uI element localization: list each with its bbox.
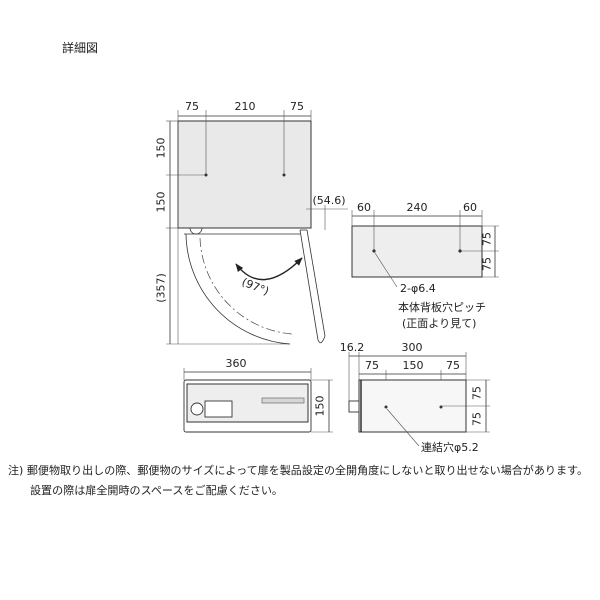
front-hole-left <box>204 173 208 177</box>
hinge-detail <box>189 227 203 235</box>
door-projection-label: (54.6) <box>312 194 345 207</box>
door-swing-arc <box>185 233 291 345</box>
back-view: 60 240 60 75 75 2-φ6.4 本体背板穴ピッチ (正面より見て) <box>351 201 499 330</box>
front-hole-right <box>282 173 286 177</box>
footnote-line-2: 設置の際は扉全開時のスペースをご配慮ください。 <box>30 483 283 497</box>
name-plate <box>204 400 233 418</box>
footnotes: 注) 郵便物取り出しの際、郵便物のサイズによって扉を製品設定の全開角度にしないと… <box>8 463 588 497</box>
front-dim-210: 210 <box>235 100 256 113</box>
back-dim-right-60: 60 <box>463 201 477 214</box>
back-hole-right <box>458 249 462 253</box>
open-door-edge-outer <box>306 229 326 337</box>
top-view: 360 150 <box>183 357 333 433</box>
front-dim-upper-150: 150 <box>155 138 168 159</box>
open-door-tip <box>317 335 326 344</box>
back-dim-upper-75: 75 <box>481 232 494 246</box>
back-panel <box>351 225 483 278</box>
front-view: 75 210 75 150 150 (357) (97°) (54.6) <box>155 100 348 345</box>
back-hole-leader <box>374 252 398 288</box>
back-dim-240: 240 <box>407 201 428 214</box>
lock-cylinder-icon <box>190 402 204 416</box>
side-dim-lower-75: 75 <box>471 412 484 426</box>
side-hole-leader <box>386 408 420 447</box>
side-dim-left-75: 75 <box>365 359 379 372</box>
side-dim-upper-75: 75 <box>471 386 484 400</box>
back-dim-left-60: 60 <box>357 201 371 214</box>
side-hole-label: 連結穴φ5.2 <box>421 440 479 454</box>
side-protrusion <box>348 400 360 413</box>
side-dim-16-2: 16.2 <box>340 341 365 354</box>
side-dim-right-75: 75 <box>446 359 460 372</box>
back-dim-lower-75: 75 <box>481 257 494 271</box>
front-box <box>177 120 312 229</box>
side-hole-left <box>384 405 388 409</box>
footnote-line-1: 注) 郵便物取り出しの際、郵便物のサイズによって扉を製品設定の全開角度にしないと… <box>8 463 588 477</box>
door-swing-centerline <box>199 237 293 335</box>
side-view: 16.2 300 75 150 75 75 75 連結穴φ5.2 <box>340 341 490 454</box>
front-dim-left-75: 75 <box>185 100 199 113</box>
side-dim-300: 300 <box>402 341 423 354</box>
front-dim-lower-150: 150 <box>155 192 168 213</box>
open-door-edge-inner <box>299 229 319 341</box>
back-hole-label: 2-φ6.4 <box>400 282 436 295</box>
front-dim-right-75: 75 <box>290 100 304 113</box>
top-dim-150: 150 <box>314 396 327 417</box>
back-hole-left <box>372 249 376 253</box>
top-dim-360: 360 <box>226 357 247 370</box>
drawing-title: 詳細図 <box>62 40 98 55</box>
door-dim-357: (357) <box>155 273 168 303</box>
back-note-line-1: 本体背板穴ピッチ <box>398 300 486 314</box>
mail-slot-flap <box>261 397 305 404</box>
side-dim-150: 150 <box>403 359 424 372</box>
back-note-line-2: (正面より見て) <box>402 317 476 330</box>
door-angle-arc <box>235 257 303 281</box>
